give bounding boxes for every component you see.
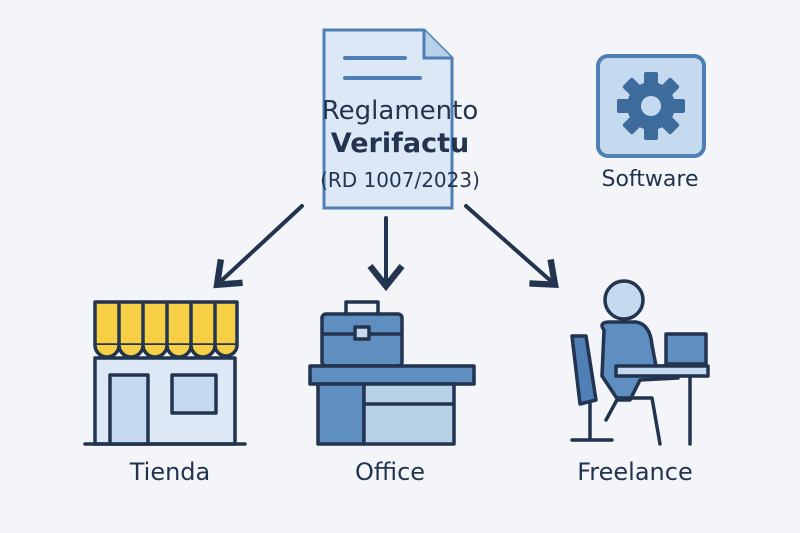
freelance-label: Freelance [577, 458, 693, 486]
tienda-label: Tienda [129, 458, 211, 486]
freelancer-laptop-icon [570, 279, 710, 446]
document-subtitle: (RD 1007/2023) [320, 168, 480, 192]
document-title-line1: Reglamento [321, 96, 479, 126]
office-desk-icon [308, 300, 476, 446]
office-label: Office [354, 458, 426, 486]
storefront-icon [83, 300, 247, 446]
arrows [213, 204, 559, 292]
arrow-to-freelance [464, 204, 559, 289]
gear-icon [617, 72, 685, 140]
arrow-to-tienda [213, 204, 304, 289]
software-box [596, 54, 706, 158]
software-label: Software [601, 167, 699, 192]
document-title-line2: Verifactu [330, 128, 470, 159]
document-icon [322, 28, 454, 210]
